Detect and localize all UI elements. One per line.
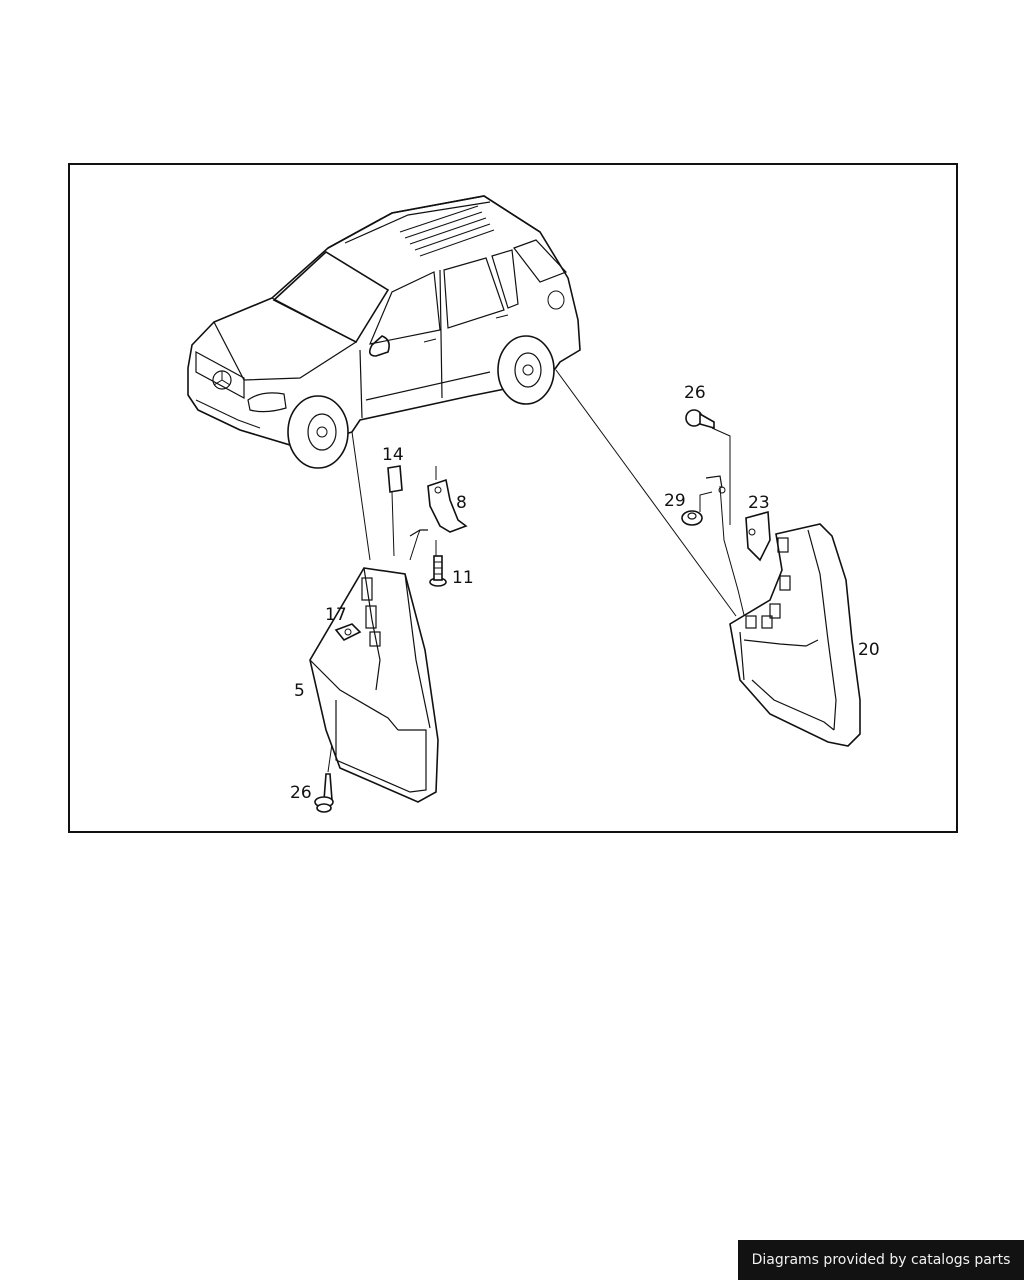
- front-screw-part-26: [314, 773, 334, 813]
- label-8: 8: [456, 493, 467, 513]
- callout-labels: 14 8 11 17 5 26 26 29 23 20: [290, 383, 880, 803]
- credit-banner: Diagrams provided by catalogs parts: [738, 1240, 1024, 1280]
- clip-part-14: [387, 465, 403, 493]
- label-11: 11: [452, 568, 474, 588]
- diagram-frame: [68, 163, 958, 833]
- bracket-part-8: [409, 478, 468, 537]
- vehicle-illustration: [187, 195, 581, 469]
- label-20: 20: [858, 640, 880, 660]
- label-14: 14: [382, 445, 404, 465]
- front-mud-flap: [309, 567, 439, 803]
- label-23: 23: [748, 493, 770, 513]
- rear-strap: [705, 475, 726, 494]
- label-5: 5: [294, 681, 305, 701]
- rear-mud-flap: [729, 523, 861, 747]
- label-26-rear: 26: [684, 383, 706, 403]
- label-29: 29: [664, 491, 686, 511]
- clip-nut-part-17: [334, 623, 362, 642]
- bolt-part-11: [429, 555, 447, 587]
- label-26-front: 26: [290, 783, 312, 803]
- bracket-part-23: [745, 510, 771, 562]
- rear-screw-part-26: [685, 409, 715, 430]
- leader-lines: [327, 369, 745, 773]
- nut-part-29: [681, 510, 703, 526]
- label-17: 17: [325, 605, 347, 625]
